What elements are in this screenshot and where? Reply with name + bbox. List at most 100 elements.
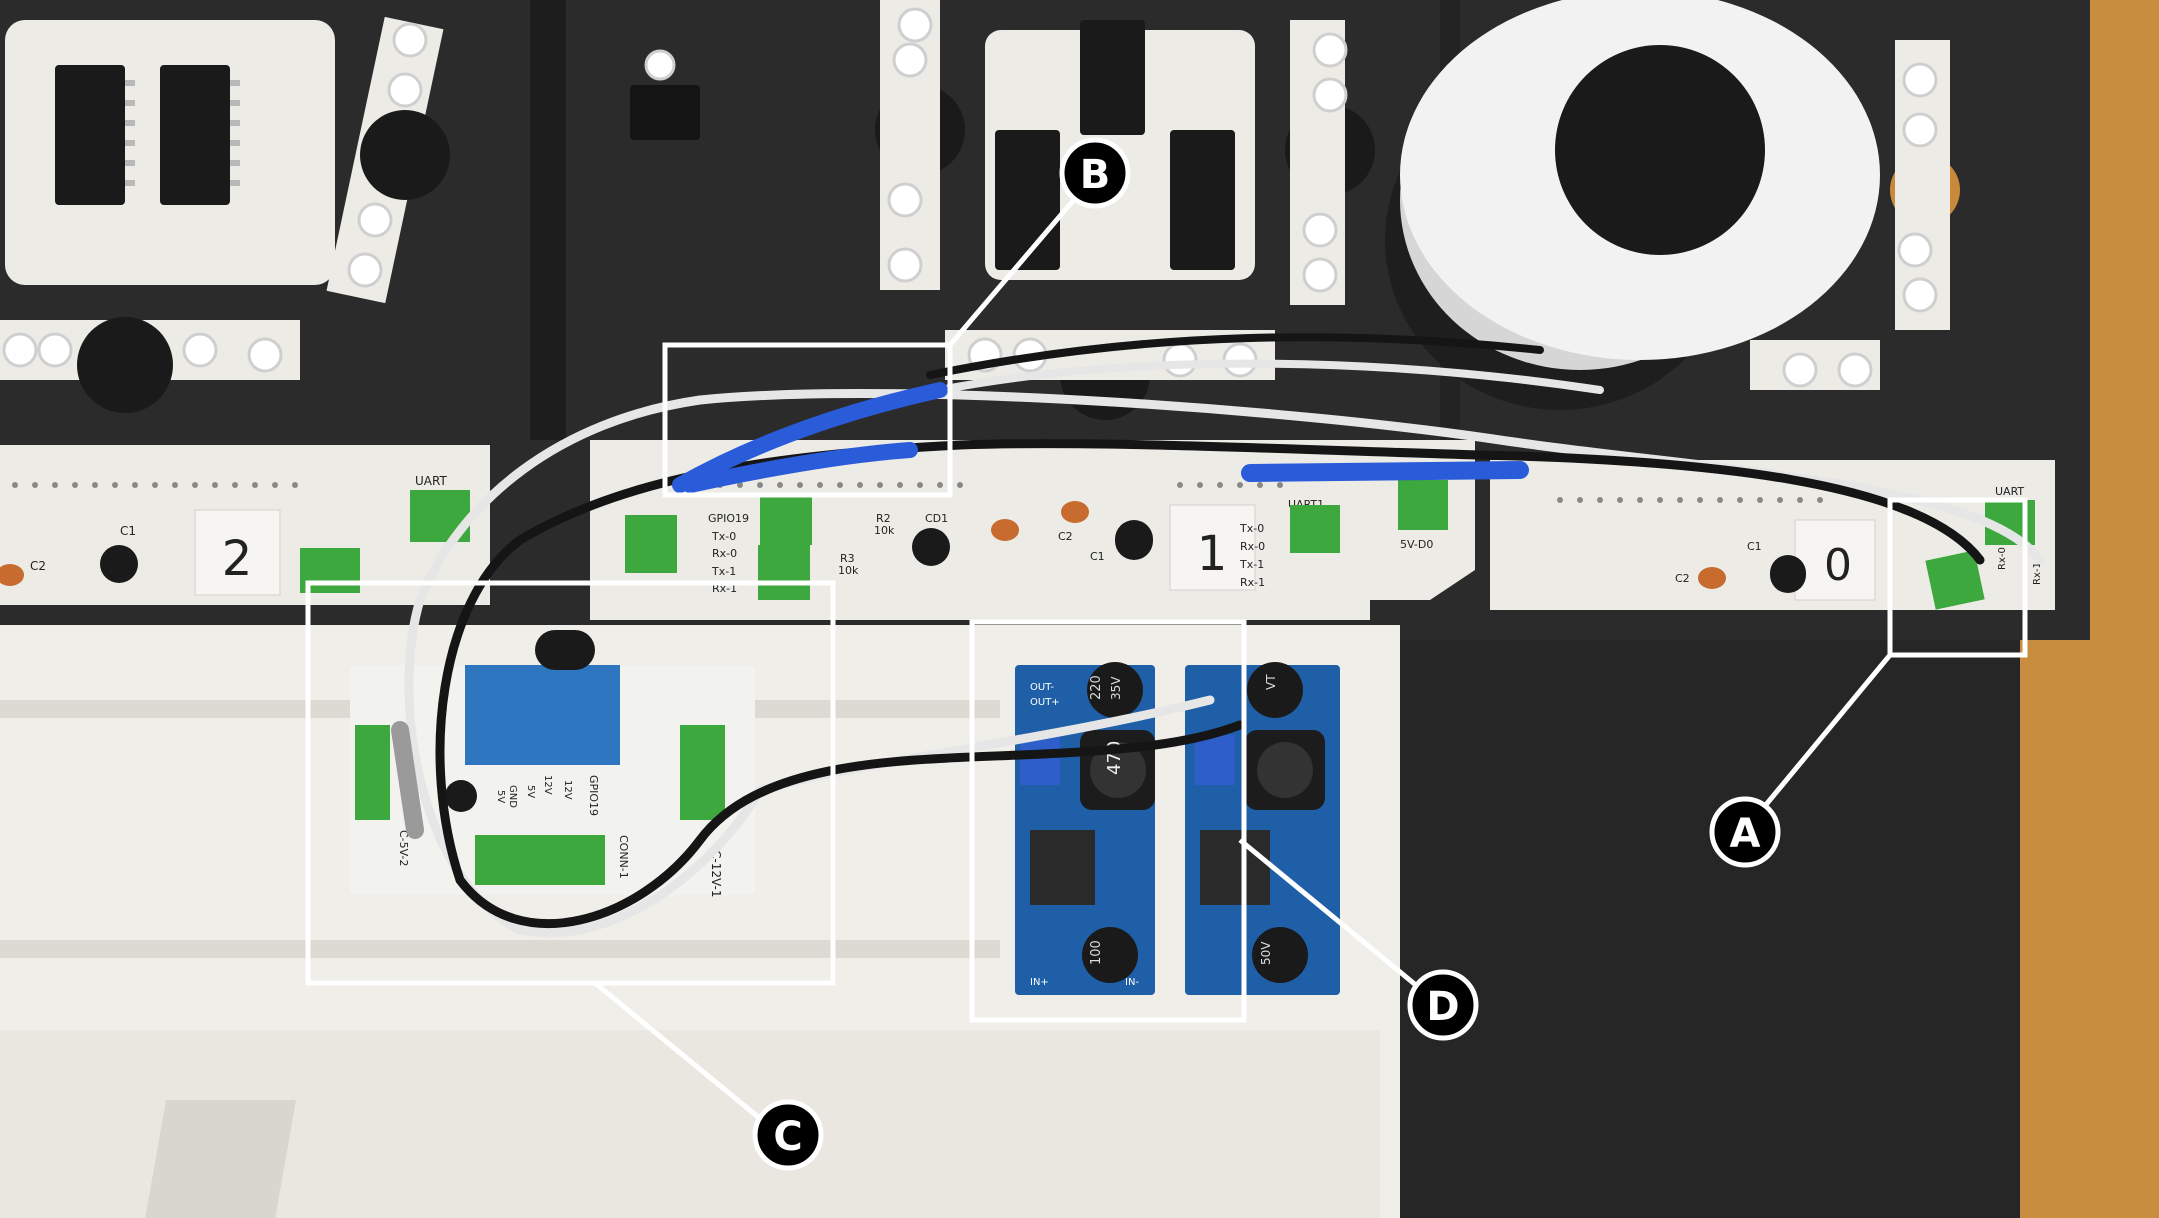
terminal-block <box>760 495 812 545</box>
callout-letter-d: D <box>1426 984 1459 1030</box>
led-lamps <box>2 22 428 373</box>
wire-black <box>435 439 1985 929</box>
wires <box>391 333 2045 938</box>
heat-shrink <box>391 721 424 839</box>
led-strip <box>1290 20 1345 305</box>
buck-label-50v: 50V <box>1259 941 1273 965</box>
board-1-label-c1: C1 <box>1090 550 1105 563</box>
plate-hole <box>77 317 173 413</box>
board-2-label-c2: C2 <box>30 559 46 573</box>
buck-label-vt: VT <box>1264 674 1278 690</box>
board-0-label-rx1: Rx-1 <box>2032 562 2043 585</box>
board-0-number: 0 <box>1824 540 1852 591</box>
capacitor-electrolytic <box>1115 520 1153 560</box>
black-mat <box>1380 560 2020 1218</box>
wire-white <box>936 359 1604 394</box>
terminal-block <box>625 515 677 573</box>
highlight-boxes <box>305 342 2028 1023</box>
leader-line-d <box>1238 838 1442 1007</box>
board-1-label-r3: R3 <box>840 552 855 565</box>
terminal-block <box>680 725 725 820</box>
callout-marker-d <box>1407 969 1479 1041</box>
leader-line-c <box>593 981 782 1137</box>
buck-label-in-plus: IN+ <box>1030 977 1049 988</box>
led-lamps <box>644 7 1938 388</box>
wire-black <box>926 333 1544 379</box>
board-0-label-c2: C2 <box>1675 572 1690 585</box>
callout-marker-a <box>1709 796 1781 868</box>
board-2-header-pins <box>12 482 298 488</box>
callout-letter-b: B <box>1080 152 1111 198</box>
buck-label-100: 100 <box>1089 940 1104 965</box>
board-1-label-5v-d0: 5V-D0 <box>1400 538 1433 551</box>
board-2-number-box <box>194 509 281 596</box>
board-2-label-c1: C1 <box>120 524 136 538</box>
highlight-box-b <box>662 342 953 498</box>
callout-d: D <box>1407 969 1479 1041</box>
terminal-block <box>475 835 605 885</box>
wire-spool-hub <box>1555 45 1765 255</box>
terminal-block <box>1290 505 1340 553</box>
ic-chip <box>1080 20 1145 135</box>
terminal-block <box>758 545 810 600</box>
board-1-label-r2-value: 10k <box>874 524 895 537</box>
board-1-label-c2: C2 <box>1058 530 1073 543</box>
board-1-number-box <box>1169 504 1256 591</box>
ic-pins <box>125 80 240 186</box>
board-1-label-tx0: Tx-0 <box>711 530 736 543</box>
relay-label-c12v1: C-12V-1 <box>709 850 723 897</box>
plate-hole <box>360 110 450 200</box>
board-1-label-cd1: CD1 <box>925 512 948 525</box>
relay-label-12v: 12V <box>542 775 553 795</box>
plate-slot <box>630 85 700 140</box>
buck-label-220: 220 <box>1089 675 1104 700</box>
capacitor-ceramic <box>991 519 1019 541</box>
highlight-box-c <box>305 580 836 986</box>
plate-gap-left <box>530 0 566 440</box>
terminal-block <box>1398 480 1448 530</box>
terminal-block <box>1925 550 1985 610</box>
callout-c: C <box>752 1099 824 1171</box>
relay-label-gnd: GND <box>507 785 518 808</box>
capacitor-ceramic <box>1698 567 1726 589</box>
relay-knob <box>535 630 595 670</box>
buck-label-in-minus: IN- <box>1125 977 1139 988</box>
board-1-label-r2: R2 <box>876 512 891 525</box>
ic-chip <box>995 130 1060 270</box>
leader-line-a <box>1743 653 1892 832</box>
buck-label-35v: 35V <box>1109 676 1123 700</box>
base-groove <box>0 940 1000 958</box>
capacitor-electrolytic <box>1770 555 1806 593</box>
relay-label-conn1: CONN-1 <box>617 835 630 879</box>
board-0-label-rx0: Rx-0 <box>1997 547 2008 570</box>
board-1-label-tx1: Tx-1 <box>711 565 736 578</box>
callout-marker-b <box>1059 137 1131 209</box>
board-0-header-pins <box>1557 497 1823 503</box>
buck-label-out-plus: OUT+ <box>1030 697 1060 708</box>
heat-shrink <box>672 382 948 493</box>
heat-shrink <box>1241 461 1529 482</box>
board-1-label-rx0: Rx-0 <box>712 547 737 560</box>
callout-letter-a: A <box>1730 811 1761 857</box>
board-2-number: 2 <box>222 531 253 587</box>
callout-marker-c <box>752 1099 824 1171</box>
heat-shrink <box>682 442 918 493</box>
relay-label-c5v2: C-5V-2 <box>397 830 410 867</box>
capacitor-electrolytic <box>100 545 138 583</box>
ic-chip <box>55 65 125 205</box>
board-1-number: 1 <box>1197 526 1228 582</box>
callout-letter-c: C <box>773 1114 802 1160</box>
relay-label-5v-b: 5V <box>495 790 506 803</box>
relay-label-5v: 5V <box>525 785 536 798</box>
relay-module <box>465 665 620 765</box>
highlight-box-d <box>969 619 1247 1023</box>
leader-lines <box>593 173 1892 1137</box>
capacitor-electrolytic <box>445 780 477 812</box>
board-1-right-tx1: Tx-1 <box>1239 558 1264 571</box>
relay-label-gpio19: GPIO19 <box>587 775 600 816</box>
buck-label-out-minus: OUT- <box>1030 682 1054 693</box>
board-1-label-r3-value: 10k <box>838 564 859 577</box>
board-1-right-rx0: Rx-0 <box>1240 540 1265 553</box>
